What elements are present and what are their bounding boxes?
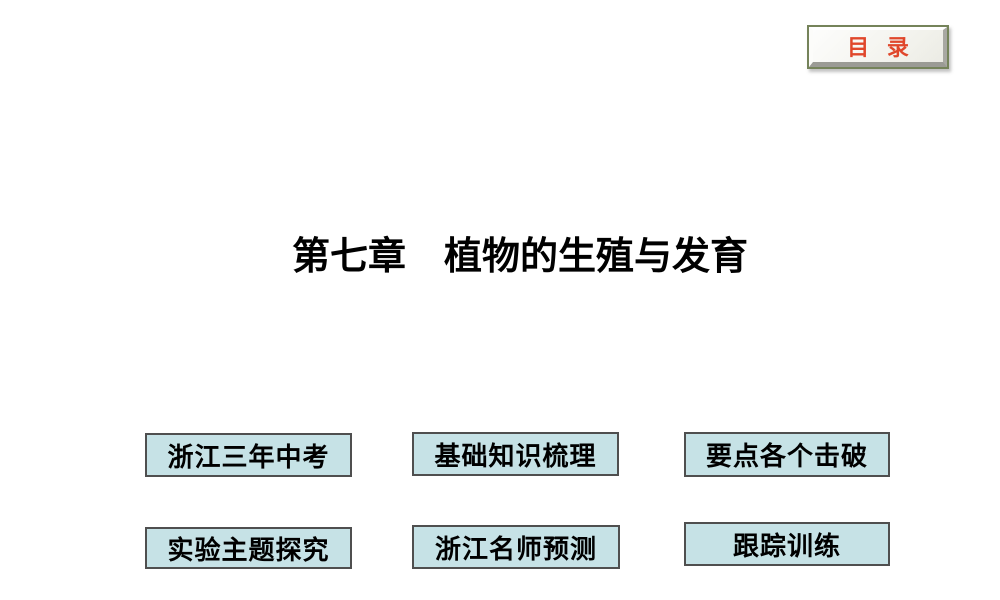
nav-button-label: 跟踪训练 (732, 531, 841, 562)
toc-button-face: 目 录 (809, 27, 947, 67)
nav-button-label: 要点各个击破 (705, 442, 868, 472)
nav-button-experiment-theme-inquiry[interactable]: 实验主题探究 (145, 527, 352, 569)
nav-button-tracking-training[interactable]: 跟踪训练 (684, 522, 890, 566)
toc-button[interactable]: 目 录 (807, 25, 949, 69)
nav-button-label: 浙江名师预测 (434, 534, 597, 565)
nav-button-key-points-breakthrough[interactable]: 要点各个击破 (684, 432, 890, 477)
nav-button-label: 实验主题探究 (167, 535, 330, 566)
nav-button-zhejiang-three-year-exam[interactable]: 浙江三年中考 (145, 433, 352, 477)
nav-button-label: 浙江三年中考 (167, 442, 330, 473)
nav-button-famous-teacher-prediction[interactable]: 浙江名师预测 (412, 525, 620, 569)
nav-button-label: 基础知识梳理 (434, 441, 597, 472)
nav-button-basic-knowledge-review[interactable]: 基础知识梳理 (412, 432, 619, 476)
toc-button-label: 目 录 (847, 35, 914, 61)
page-title: 第七章 植物的生殖与发育 (291, 234, 748, 278)
